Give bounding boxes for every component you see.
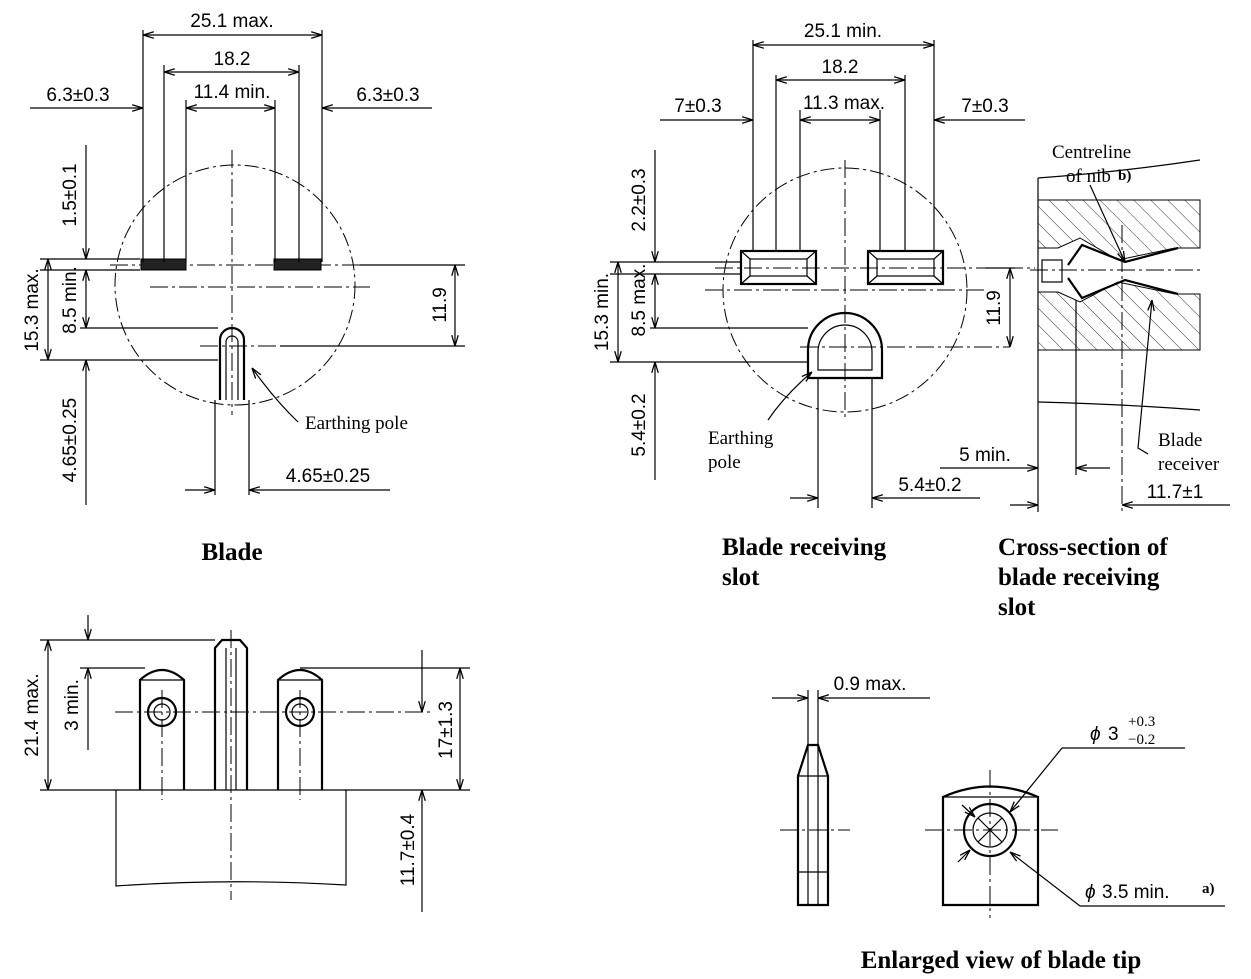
slot-centres-dim: 18.2 [822, 57, 859, 78]
blade-outline-circle [114, 164, 356, 406]
slot-caption-2: slot [722, 564, 760, 591]
blade-height-dim: 15.3 max. [22, 268, 43, 351]
receiver-label-1: Blade [1158, 430, 1202, 451]
slot-inner-dim: 11.3 max. [803, 93, 885, 114]
tip-hole-phi: ϕ [1090, 724, 1101, 745]
slot-earthing-label-2: pole [708, 452, 741, 473]
centreline-note: b) [1118, 168, 1131, 184]
side-view: 21.4 max. 3 min. 17±1.3 11.7±0.4 [22, 615, 470, 912]
tip-edge-view [796, 743, 830, 907]
blade-tip-view: 0.9 max. ϕ 3 +0.3 −0.2 ϕ 3.5 min. a) Enl… [772, 674, 1225, 974]
blade-earth-pos-dim: 4.65±0.25 [60, 398, 81, 482]
tip-hole-tol-upper: +0.3 [1128, 714, 1155, 730]
tip-boss-phi: ϕ [1085, 882, 1096, 903]
blade-right-height-dim: 11.9 [430, 287, 451, 323]
blade-inner-dim: 11.4 min. [194, 82, 271, 103]
tip-boss-dim: 3.5 min. [1102, 882, 1170, 903]
slot-earth-width-dim: 5.4±0.2 [898, 475, 961, 496]
blade-right-width-dim: 6.3±0.3 [356, 85, 419, 106]
slot-left [739, 249, 818, 286]
centreline-label-2: of nib [1066, 166, 1111, 187]
blade-width-dim: 25.1 max. [190, 11, 273, 32]
slot-total-height-dim: 15.3 min. [592, 273, 613, 351]
tip-boss-note: a) [1202, 881, 1215, 897]
blade-offset-dim: 8.5 min. [60, 266, 81, 334]
side-total-height-dim: 21.4 max. [22, 673, 43, 756]
slot-view: 25.1 min. 18.2 7±0.3 11.3 max. 7±0.3 2.2… [592, 21, 1035, 591]
centreline-label-1: Centreline [1052, 142, 1131, 163]
tip-hole-tol-lower: −0.2 [1128, 732, 1155, 748]
receiver-label-2: receiver [1158, 454, 1220, 475]
cross-caption-3: slot [998, 594, 1036, 621]
cross-depth-dim: 11.7±1 [1147, 482, 1204, 503]
slot-right-width-dim: 7±0.3 [961, 96, 1008, 117]
cross-depth-min-dim: 5 min. [959, 445, 1011, 466]
side-tip-dim: 3 min. [62, 679, 83, 731]
slot-height-dim: 2.2±0.3 [629, 168, 650, 231]
blade-earth-width-dim: 4.65±0.25 [286, 466, 370, 487]
tip-caption: Enlarged view of blade tip [861, 947, 1142, 974]
tip-edge-dim: 0.9 max. [834, 674, 907, 695]
earthing-pole-shape [218, 326, 246, 400]
blade-right-section [273, 258, 322, 271]
side-body-height-dim: 11.7±0.4 [398, 813, 419, 886]
side-hole-height-dim: 17±1.3 [436, 701, 457, 759]
slot-left-width-dim: 7±0.3 [674, 96, 721, 117]
cross-section-view: Centreline of nib b) Blade receiver 5 mi… [940, 142, 1230, 621]
slot-earth-pos-dim: 5.4±0.2 [629, 393, 650, 456]
slot-width-dim: 25.1 min. [804, 21, 882, 42]
slot-earthing-label-1: Earthing [708, 428, 774, 449]
slot-right-height-dim: 11.9 [984, 290, 1005, 326]
blade-centres-dim: 18.2 [214, 49, 251, 70]
blade-caption: Blade [201, 539, 262, 566]
slot-caption-1: Blade receiving [722, 534, 887, 561]
slot-offset-dim: 8.5 max. [629, 264, 650, 337]
cross-caption-1: Cross-section of [998, 534, 1168, 561]
blade-thickness-dim: 1.5±0.1 [60, 163, 81, 226]
plug-body [115, 789, 347, 887]
cross-caption-2: blade receiving [998, 564, 1160, 591]
blade-earthing-label: Earthing pole [305, 413, 408, 434]
blade-view: 25.1 max. 18.2 6.3±0.3 11.4 min. 6.3±0.3… [22, 11, 465, 566]
slot-earthing-pole [806, 311, 884, 380]
tip-hole-dim: 3 [1108, 724, 1119, 745]
blade-left-width-dim: 6.3±0.3 [46, 85, 109, 106]
